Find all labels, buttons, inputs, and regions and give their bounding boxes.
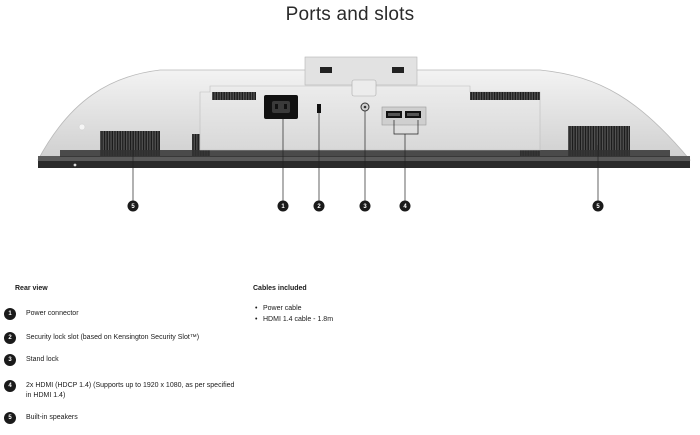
svg-text:5: 5	[596, 204, 600, 210]
svg-text:4: 4	[403, 204, 407, 210]
cable-item: Power cable	[253, 303, 333, 314]
stand-latch	[351, 79, 377, 97]
svg-text:3: 3	[363, 204, 367, 210]
legend-item-hdmi: 4 2x HDMI (HDCP 1.4) (Supports up to 192…	[4, 380, 236, 401]
callout-1: 1	[277, 200, 289, 212]
legend-label: 2x HDMI (HDCP 1.4) (Supports up to 1920 …	[26, 382, 235, 399]
legend-badge: 2	[4, 332, 16, 344]
legend-item-power-connector: 1 Power connector	[4, 308, 236, 320]
legend-label: Stand lock	[26, 356, 59, 363]
legend-item-security-slot: 2 Security lock slot (based on Kensingto…	[4, 332, 236, 344]
cables-list: Power cable HDMI 1.4 cable - 1.8m	[253, 303, 333, 325]
cables-included-heading: Cables included	[253, 285, 307, 292]
rear-view-heading: Rear view	[15, 285, 48, 292]
legend-label: Security lock slot (based on Kensington …	[26, 334, 200, 341]
legend-item-speakers: 5 Built-in speakers	[4, 412, 236, 424]
callout-5-left: 5	[127, 200, 139, 212]
legend-badge: 4	[4, 380, 16, 392]
legend-label: Built-in speakers	[26, 414, 78, 421]
svg-text:2: 2	[317, 204, 321, 210]
cable-item: HDMI 1.4 cable - 1.8m	[253, 314, 333, 325]
security-lock-slot	[317, 104, 321, 113]
legend-badge: 1	[4, 308, 16, 320]
page-title: Ports and slots	[285, 4, 415, 25]
svg-text:1: 1	[281, 204, 285, 210]
legend-badge: 3	[4, 354, 16, 366]
speaker-grille-left	[100, 131, 160, 156]
monitor-rear-diagram: 5 1 2 3 4 5	[37, 56, 691, 212]
legend-badge: 5	[4, 412, 16, 424]
callout-5-right: 5	[592, 200, 604, 212]
legend-label: Power connector	[26, 310, 79, 317]
speaker-grille-right	[568, 126, 630, 156]
callout-3: 3	[359, 200, 371, 212]
monitor-front-edge	[38, 160, 690, 168]
legend-item-stand-lock: 3 Stand lock	[4, 354, 236, 366]
callout-4: 4	[399, 200, 411, 212]
callout-2: 2	[313, 200, 325, 212]
svg-text:5: 5	[131, 204, 135, 210]
